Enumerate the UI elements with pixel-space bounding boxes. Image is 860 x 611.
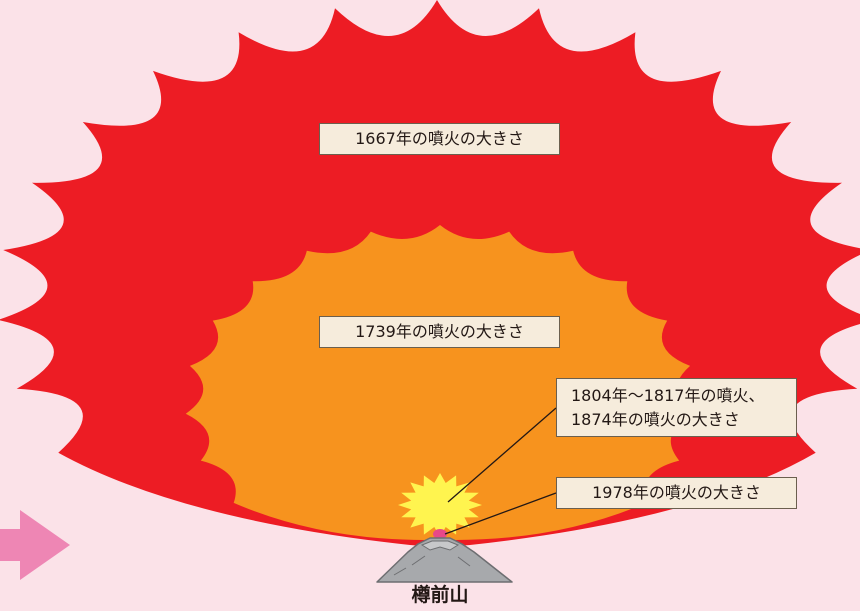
arrow-right-icon bbox=[0, 510, 70, 580]
burst-1739 bbox=[185, 225, 695, 541]
label-1804-line1: 1804年～1817年の噴火、 bbox=[571, 386, 765, 405]
label-1739: 1739年の噴火の大きさ bbox=[319, 316, 560, 348]
leader-line-1978 bbox=[444, 492, 557, 535]
leader-line-1804 bbox=[447, 407, 557, 503]
label-1804-1874: 1804年～1817年の噴火、 1874年の噴火の大きさ bbox=[556, 378, 797, 437]
burst-1804 bbox=[398, 473, 482, 537]
label-1978: 1978年の噴火の大きさ bbox=[556, 477, 797, 509]
volcano-icon bbox=[376, 537, 513, 583]
label-1667: 1667年の噴火の大きさ bbox=[319, 123, 560, 155]
burst-1978 bbox=[433, 529, 447, 539]
label-1804-line2: 1874年の噴火の大きさ bbox=[571, 410, 740, 429]
volcano-name: 樽前山 bbox=[411, 584, 469, 606]
